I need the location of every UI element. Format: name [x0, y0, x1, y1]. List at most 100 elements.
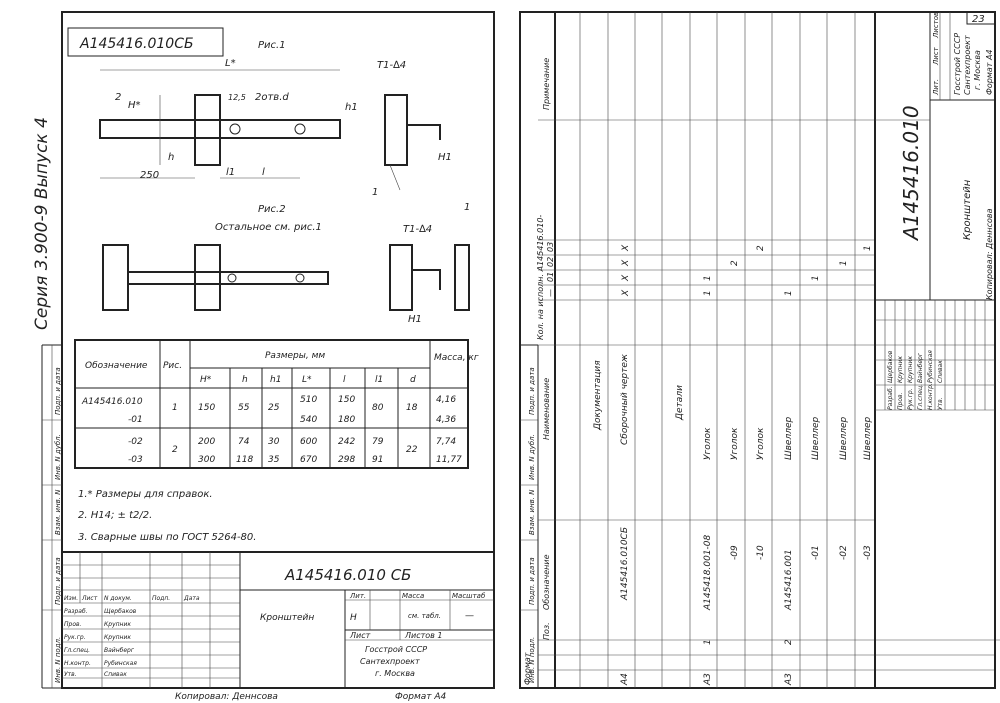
dim-r: 12,5	[228, 93, 246, 102]
rtb-lit: Лит.	[932, 79, 940, 96]
r2-l1: 79	[372, 437, 384, 447]
rtb-role-3: Гл.спец.	[917, 384, 924, 410]
fig2-label: Рис.2	[258, 204, 286, 215]
tb-format: Формат А4	[395, 692, 447, 702]
tb-org-1: Госстрой СССР	[365, 645, 427, 654]
dim-l: l	[262, 167, 265, 178]
r2-L: 600	[300, 437, 317, 447]
tb-person-4: Рубинская	[104, 660, 137, 667]
rtb-sheet: Лист	[932, 46, 940, 66]
r3-l: 298	[338, 455, 355, 465]
rtb-copied: Копировал: Деннсова	[985, 208, 994, 300]
r0-name: А145416.010	[81, 397, 143, 407]
tb-role-1: Пров.	[64, 621, 82, 628]
rs-side-1: Инв. N подл.	[528, 637, 536, 683]
r2-H: 200	[198, 437, 215, 447]
row4-q2: 2	[730, 260, 740, 266]
r0-d: 18	[406, 403, 418, 413]
rtb-person-0: Щербаков	[887, 350, 894, 383]
series-text: Серия 3.900-9 Выпуск 4	[32, 117, 52, 330]
th-sizes: Размеры, мм	[265, 351, 325, 361]
row5-code: -10	[756, 545, 766, 560]
sh-format: Формат	[523, 652, 532, 685]
tb-person-0: Щербаков	[104, 608, 137, 615]
rs-side-3: Взам. инв. N	[528, 489, 536, 535]
tb-role-5: Утв.	[64, 671, 77, 678]
tb-copied: Копировал: Деннсова	[175, 692, 278, 702]
row7-q1: 1	[811, 275, 821, 281]
h1-note-2: Н1	[408, 314, 422, 325]
row1-q2: X	[621, 259, 631, 267]
r3-mass: 11,77	[436, 455, 462, 465]
rtb-format: Формат А4	[985, 49, 994, 95]
dim-L: L*	[225, 58, 236, 69]
r1-l: 180	[338, 415, 355, 425]
rtb-role-0: Разраб.	[887, 386, 894, 410]
tb-head-2: N докум.	[104, 595, 132, 602]
r0-l1: 80	[372, 403, 384, 413]
sh-note: Примечание	[542, 58, 551, 110]
r1-name: -01	[128, 415, 143, 425]
r3-name: -03	[128, 455, 143, 465]
row1-q0: X	[621, 289, 631, 297]
sh-code: Обозначение	[542, 554, 551, 610]
rtb-role-1: Пров.	[897, 392, 904, 410]
tb-role-3: Гл.спец.	[64, 647, 90, 654]
row3-q0: 1	[703, 290, 713, 296]
tb-role-0: Разраб.	[64, 608, 88, 615]
rtb-org-2: Сантехпроект	[963, 35, 972, 95]
rtb-person-5: Спивак	[937, 360, 944, 383]
rtb-person-2: Крупник	[907, 356, 914, 383]
r2-name: -02	[128, 437, 143, 447]
rtb-person-1: Крупник	[897, 356, 904, 383]
side-strip-3: Взам. инв. N	[54, 489, 62, 535]
row3-pos: 1	[703, 639, 713, 645]
row4-code: -09	[730, 545, 740, 560]
r3-l1: 91	[372, 455, 383, 465]
tb-org-3: г. Москва	[375, 669, 415, 678]
tb-person-3: Вайнберг	[104, 647, 135, 654]
row8-name: Швеллер	[839, 416, 849, 460]
row3-q1: 1	[703, 275, 713, 281]
dim-holes: 2отв.d	[255, 92, 289, 103]
row1-format: А4	[620, 673, 630, 686]
tb-lit-value: Н	[350, 613, 357, 623]
rtb-role-4: Н.контр.	[927, 383, 934, 410]
tb-code: А145416.010 СБ	[284, 566, 411, 584]
dim-H: H*	[128, 100, 141, 111]
row1-q3: X	[621, 244, 631, 252]
r0-H: 150	[198, 403, 215, 413]
title-block-left	[61, 551, 495, 689]
note-2: 2. Н14; ± t2/2.	[78, 510, 152, 521]
tb-person-5: Спивак	[104, 671, 127, 678]
row8-code: -02	[839, 545, 849, 560]
th-d: d	[410, 375, 416, 385]
row5-name: Уголок	[756, 427, 766, 460]
sh-name: Наименование	[542, 378, 551, 440]
specification-table	[537, 12, 1000, 688]
row5-q3: 2	[756, 245, 766, 251]
r3-H: 300	[198, 455, 215, 465]
tb-person-1: Крупник	[104, 621, 131, 628]
r1-L: 540	[300, 415, 317, 425]
side-strip-2: Подп. и дата	[54, 557, 62, 605]
row3-format: А3	[703, 673, 713, 686]
r0-fig: 1	[172, 403, 178, 413]
row9-q3: 1	[863, 245, 873, 251]
r3-h1: 35	[268, 455, 280, 465]
tb-role-2: Рук.гр.	[64, 634, 86, 641]
dimensions-table	[74, 339, 469, 469]
th-mass: Масса, кг	[434, 353, 479, 363]
th-h1: h1	[270, 375, 281, 385]
th-h: h	[242, 375, 248, 385]
rtb-sheets: Листов	[932, 12, 940, 39]
row7-name: Швеллер	[811, 416, 821, 460]
rs-side-5: Подп. и дата	[528, 367, 536, 415]
assembly-drawing-sheet: Инв. N подл. Подп. и дата Взам. инв. N И…	[32, 11, 495, 702]
fig1-drawing	[99, 69, 441, 191]
th-L: L*	[302, 375, 312, 385]
tb-sheets: Листов 1	[404, 631, 443, 640]
h1-note-1: Н1	[438, 152, 452, 163]
sh-q1: 01	[546, 272, 555, 282]
row2-name: Детали	[675, 385, 685, 421]
